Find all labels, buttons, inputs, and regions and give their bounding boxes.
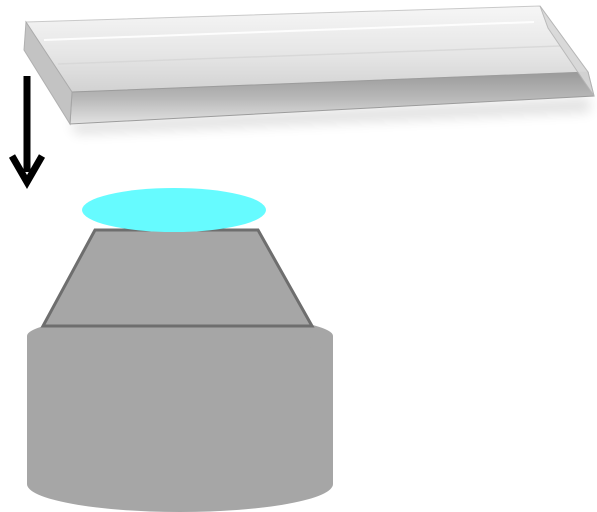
immersion-drop	[82, 188, 266, 232]
slide-right-end	[539, 5, 595, 97]
down-arrow	[8, 76, 46, 190]
slide-highlight	[43, 21, 535, 41]
slide-reflection	[57, 45, 561, 65]
down-arrow-head	[8, 154, 46, 190]
slide-left-end	[23, 20, 73, 126]
glass-slide	[23, 5, 595, 134]
objective-body-side	[27, 336, 333, 484]
slide-shadow	[70, 98, 590, 134]
objective-body	[27, 314, 333, 512]
objective-cone	[40, 228, 315, 328]
